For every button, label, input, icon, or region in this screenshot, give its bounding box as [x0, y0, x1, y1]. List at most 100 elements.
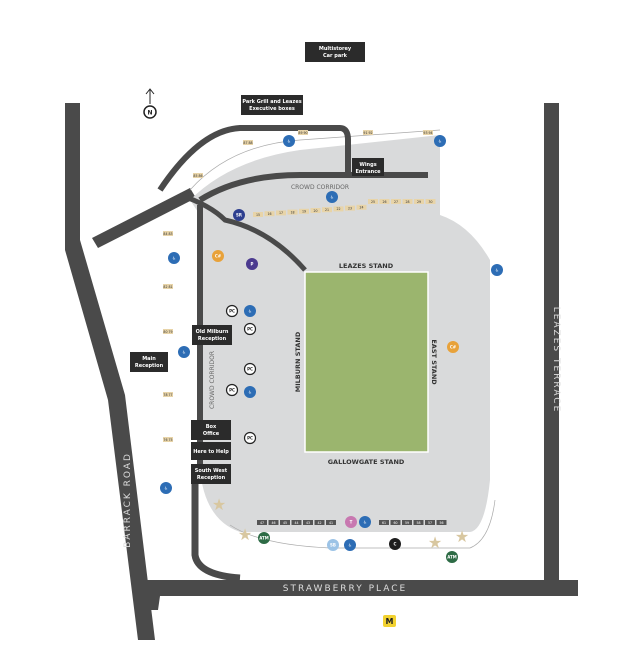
svg-text:♿: ♿ [172, 255, 176, 260]
svg-text:61: 61 [382, 521, 386, 525]
barrack-road [65, 103, 155, 640]
block-label: 27 [391, 199, 401, 204]
accessible-icon: ♿ [244, 305, 256, 317]
sb-icon: SB [327, 539, 339, 551]
gate-label: 78 77 [163, 392, 173, 397]
barrack-road-branch [92, 188, 196, 248]
svg-text:56: 56 [439, 521, 443, 525]
svg-text:PC: PC [229, 387, 235, 392]
crowd-corridor-left-label: CROWD CORRIDOR [209, 351, 216, 409]
svg-text:Main: Main [142, 356, 156, 362]
box-office-box: Box Office [191, 420, 231, 440]
block-label: 23 [345, 205, 355, 211]
block-label: 56 [436, 520, 447, 525]
block-label: 46 [268, 520, 279, 525]
svg-text:ATM: ATM [259, 535, 269, 540]
svg-text:♿: ♿ [330, 194, 334, 199]
service-road-top [157, 125, 351, 192]
block-label: 42 [314, 520, 325, 525]
svg-text:28: 28 [405, 200, 409, 204]
sr-icon: SR [233, 209, 245, 221]
svg-text:♿: ♿ [182, 349, 186, 354]
svg-text:★: ★ [455, 527, 469, 546]
svg-text:♿: ♿ [248, 389, 252, 394]
crowd-corridor-top [198, 172, 428, 203]
svg-text:19: 19 [302, 210, 306, 214]
svg-text:★: ★ [212, 495, 226, 514]
accessible-icon: ♿ [434, 135, 446, 147]
svg-text:85 86: 85 86 [193, 174, 202, 178]
svg-text:Reception: Reception [198, 336, 227, 342]
svg-text:57: 57 [428, 521, 432, 525]
svg-text:C: C [394, 541, 397, 546]
block-label: 57 [425, 520, 435, 525]
svg-text:30: 30 [428, 200, 432, 204]
metro-icon: M [383, 615, 396, 627]
svg-text:22: 22 [336, 207, 340, 211]
svg-text:59: 59 [405, 521, 409, 525]
svg-text:26: 26 [382, 200, 386, 204]
block-label: 18 [287, 209, 298, 215]
svg-text:♿: ♿ [287, 138, 291, 143]
crowd-corridor-top-label: CROWD CORRIDOR [291, 184, 349, 191]
pc-icon: PC [243, 362, 257, 376]
svg-text:C#: C# [215, 253, 222, 258]
svg-text:Executive boxes: Executive boxes [249, 106, 295, 112]
block-label: 25 [368, 199, 378, 204]
block-label: 20 [310, 208, 321, 213]
pc-icon: PC [243, 322, 257, 336]
svg-text:18: 18 [290, 210, 294, 214]
block-label: 21 [322, 207, 332, 213]
accessible-icon: ♿ [178, 346, 190, 358]
star-icon: ★ [212, 495, 226, 514]
svg-text:24: 24 [359, 206, 363, 210]
gate-label: 82 81 [163, 284, 173, 289]
svg-text:Reception: Reception [135, 363, 164, 369]
svg-text:T: T [350, 519, 353, 524]
multistorey-car-park-box: Multistorey Car park [305, 42, 365, 62]
svg-text:27: 27 [394, 200, 398, 204]
svg-text:58: 58 [416, 521, 420, 525]
block-label: 16 [264, 211, 275, 217]
svg-text:82 81: 82 81 [163, 285, 172, 289]
svg-text:46: 46 [271, 521, 275, 525]
svg-text:Box: Box [206, 424, 217, 430]
block-label: 22 [333, 206, 344, 212]
svg-text:PC: PC [247, 366, 253, 371]
old-milburn-reception-box: Old Milburn Reception [192, 325, 232, 345]
svg-text:16: 16 [267, 212, 271, 216]
svg-text:78 77: 78 77 [163, 393, 172, 397]
svg-text:♿: ♿ [495, 267, 499, 272]
svg-text:Park Grill and Leazes: Park Grill and Leazes [242, 99, 301, 105]
svg-text:91 92: 91 92 [363, 131, 372, 135]
svg-text:84 83: 84 83 [163, 232, 172, 236]
strawberry-place-label: STRAWBERRY PLACE [283, 584, 407, 594]
svg-text:25: 25 [371, 200, 375, 204]
svg-text:87 88: 87 88 [243, 141, 252, 145]
cafe-icon: C# [212, 250, 224, 262]
svg-text:M: M [386, 617, 394, 626]
block-label: 41 [326, 520, 336, 525]
star-icon: ★ [455, 527, 469, 546]
accessible-icon: ♿ [344, 539, 356, 551]
east-stand-label: EAST STAND [430, 339, 438, 385]
svg-text:PC: PC [247, 326, 253, 331]
star-icon: ★ [428, 533, 442, 552]
north-compass: N [143, 88, 157, 119]
block-label: 58 [413, 520, 424, 525]
pc-icon: PC [243, 431, 257, 445]
svg-text:Wings: Wings [359, 162, 376, 168]
north-label: N [147, 110, 152, 117]
block-label: 26 [379, 199, 390, 204]
block-label: 59 [402, 520, 412, 525]
block-label: 47 [257, 520, 267, 525]
svg-text:20: 20 [313, 209, 317, 213]
svg-text:15: 15 [256, 213, 260, 217]
c-icon: C [389, 538, 401, 550]
parking-icon: P [246, 258, 258, 270]
svg-text:45: 45 [283, 521, 287, 525]
